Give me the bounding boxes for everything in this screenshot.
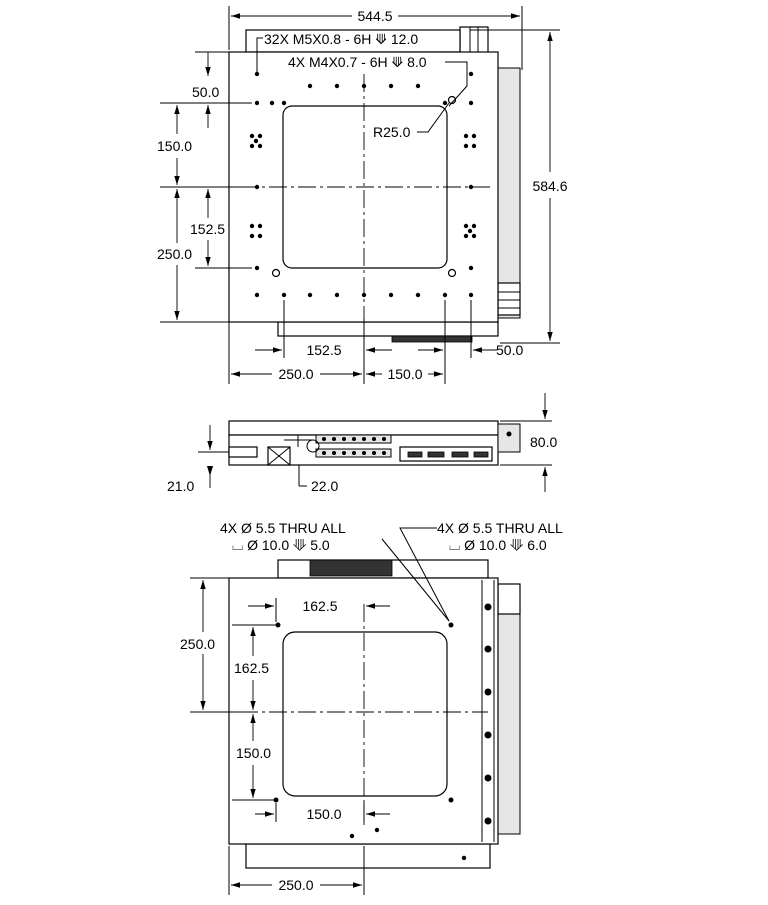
bottom-dim-250-v: 250.0	[180, 636, 215, 652]
top-overall-height: 584.6	[532, 178, 567, 194]
top-left-150: 150.0	[157, 138, 192, 154]
bottom-dim-162-5-v: 162.5	[234, 660, 269, 676]
top-motor-block	[459, 26, 489, 54]
side-offset-21: 21.0	[167, 478, 194, 494]
side-height-80: 80.0	[530, 434, 557, 450]
bottom-callout-left-1: 4X Ø 5.5 THRU ALL	[220, 520, 346, 536]
top-holes	[249, 71, 477, 298]
bottom-view: 4X Ø 5.5 THRU ALL ⌴ Ø 10.0 ⟱ 5.0 4X Ø 5.…	[180, 520, 563, 895]
side-view: 80.0 21.0 22.0	[167, 393, 557, 494]
bottom-right-rail	[497, 583, 521, 835]
top-bottom-152-5: 152.5	[306, 342, 341, 358]
top-connector-strip	[391, 335, 473, 343]
top-bottom-50: 50.0	[496, 342, 523, 358]
bottom-dim-250-h: 250.0	[278, 877, 313, 893]
top-bottom-250: 250.0	[278, 366, 313, 382]
top-left-152-5: 152.5	[190, 221, 225, 237]
bottom-base-strip	[245, 843, 491, 869]
bottom-holes	[273, 622, 467, 861]
bottom-callout-left-2: ⌴ Ø 10.0 ⟱ 5.0	[232, 537, 330, 553]
bottom-dim-162-5-h: 162.5	[302, 598, 337, 614]
side-left-block	[228, 446, 258, 458]
bottom-window	[282, 631, 448, 797]
bottom-dim-150-v: 150.0	[236, 745, 271, 761]
top-radius-label: R25.0	[373, 124, 411, 140]
bottom-callout-right-2: ⌴ Ø 10.0 ⟱ 6.0	[449, 537, 547, 553]
bottom-connector-block	[309, 559, 393, 577]
top-left-250: 250.0	[157, 246, 192, 262]
bottom-callout-right-1: 4X Ø 5.5 THRU ALL	[437, 520, 563, 536]
bottom-rail-bolts	[484, 603, 492, 825]
top-overall-width: 544.5	[357, 8, 392, 24]
top-carriage-base	[277, 321, 499, 337]
top-right-rail	[497, 67, 521, 319]
top-callout-m5: 32X M5X0.8 - 6H ⟱ 12.0	[264, 31, 418, 47]
bottom-dim-150-h: 150.0	[306, 806, 341, 822]
side-top-plate	[228, 420, 499, 436]
side-cable-chain	[306, 434, 392, 458]
top-left-50: 50.0	[192, 84, 219, 100]
side-motor	[497, 423, 521, 453]
side-connectors	[399, 446, 493, 462]
side-offset-22: 22.0	[311, 478, 338, 494]
top-rail-end	[497, 282, 521, 316]
top-callout-m4: 4X M4X0.7 - 6H ⟱ 8.0	[288, 54, 427, 70]
top-bottom-150: 150.0	[387, 366, 422, 382]
top-view: 544.5 584.6 32X M5X0.8 - 6H ⟱ 12.0 4X M4…	[157, 6, 568, 384]
